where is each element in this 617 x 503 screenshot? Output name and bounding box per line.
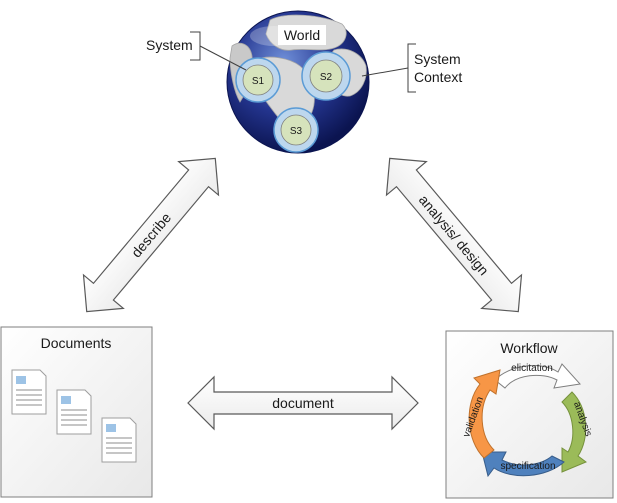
world-globe: World S1 S2 S3 System System Co (146, 10, 462, 154)
stage-elicitation-label: elicitation (511, 363, 553, 374)
stage-specification-label: specification (500, 461, 555, 472)
documents-panel: Documents (0, 326, 153, 498)
document-label: document (272, 395, 334, 411)
system-s3-label: S3 (290, 126, 303, 137)
system-context-callout: System Context (361, 43, 462, 93)
document-icon-2 (56, 389, 92, 435)
workflow-title: Workflow (500, 340, 558, 356)
analysis-design-label: analysis/ design (416, 192, 492, 279)
system-s1-label: S1 (252, 76, 265, 87)
system-context-callout-line1: System (414, 51, 461, 67)
documents-title: Documents (41, 335, 112, 351)
system-context-callout-line2: Context (414, 69, 462, 85)
document-icon-1 (11, 369, 47, 415)
world-title-box (278, 25, 326, 45)
document-icon-3 (101, 417, 137, 463)
cycle-elicitation (494, 363, 581, 389)
system-s2-label: S2 (320, 72, 333, 83)
cycle-validation (468, 369, 501, 459)
analysis-design-arrow: analysis/ design (385, 157, 523, 313)
document-arrow: document (187, 375, 419, 431)
workflow-panel: Workflow elicitation analysis specificat… (445, 330, 614, 499)
system-callout: System (146, 31, 247, 71)
world-title: World (284, 27, 320, 43)
cycle-analysis (561, 391, 587, 473)
system-callout-label: System (146, 37, 193, 53)
system-s3: S3 (273, 107, 319, 153)
system-s1: S1 (235, 57, 281, 103)
describe-arrow: describe (82, 157, 220, 313)
system-s2: S2 (301, 51, 351, 101)
